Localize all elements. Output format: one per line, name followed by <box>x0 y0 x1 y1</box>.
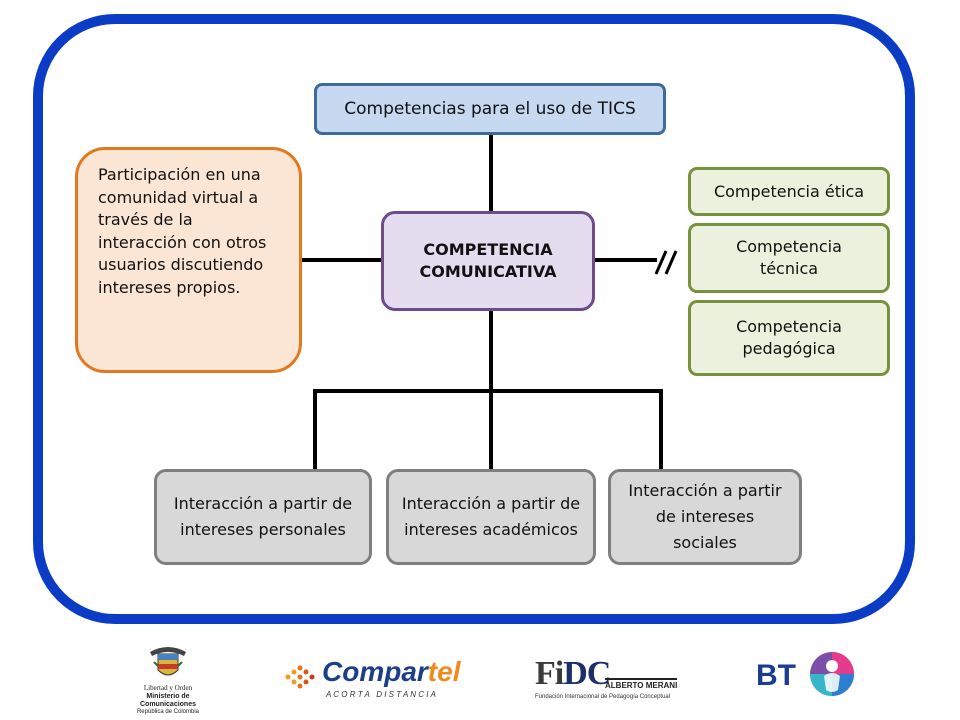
fidc-name: ALBERTO MERANI <box>605 678 678 690</box>
connector-top-center <box>489 135 493 212</box>
ministerio-country: República de Colombia <box>136 709 200 715</box>
compartel-name-b: tel <box>427 656 461 687</box>
bt-wordmark: BT <box>756 659 796 692</box>
connector-right-center <box>595 258 657 262</box>
ministerio-motto: Libertad y Orden <box>143 684 193 692</box>
connector-horizontal-bus <box>313 389 663 393</box>
connector-drop-2 <box>489 391 493 470</box>
node-label: Interacción a partir de intereses person… <box>173 494 353 539</box>
break-mark <box>654 250 678 275</box>
piper-globe-icon <box>810 652 854 696</box>
compartel-name-a: Compar <box>322 656 428 687</box>
connector-left-center <box>302 258 382 262</box>
node-participacion: Participación en una comunidad virtual a… <box>75 147 302 373</box>
center-line-1: COMPETENCIA <box>423 240 553 259</box>
node-label: Competencia pedagógica <box>736 317 842 358</box>
coat-of-arms-icon <box>150 647 186 676</box>
node-interaccion-academicos: Interacción a partir de intereses académ… <box>386 469 596 565</box>
dots-icon <box>285 665 315 689</box>
compartel-wordmark: Compartel <box>322 656 460 688</box>
ministerio-logo: Libertad y Orden Ministerio de Comunicac… <box>118 642 218 716</box>
node-label: Competencia técnica <box>736 237 842 278</box>
node-label: COMPETENCIA COMUNICATIVA <box>419 239 556 283</box>
node-label: Interacción a partir de intereses académ… <box>401 494 581 539</box>
ministerio-name: Ministerio de Comunicaciones <box>139 693 196 708</box>
node-competencias-tics: Competencias para el uso de TICS <box>314 83 666 135</box>
node-interaccion-sociales: Interacción a partir de intereses social… <box>608 469 802 565</box>
bt-logo: BT <box>752 646 862 704</box>
rounded-frame <box>33 14 915 624</box>
connector-drop-3 <box>659 391 663 470</box>
center-line-2: COMUNICATIVA <box>419 262 557 281</box>
node-label: Competencias para el uso de TICS <box>344 99 636 119</box>
fidc-subtitle: Fundación Internacional de Pedagogía Con… <box>535 694 671 700</box>
node-competencia-tecnica: Competencia técnica <box>688 223 890 293</box>
compartel-logo: Compartel A C O R T A D I S T A N C I A <box>282 656 460 704</box>
connector-center-down <box>489 311 493 391</box>
node-competencia-pedagogica: Competencia pedagógica <box>688 300 890 376</box>
node-competencia-etica: Competencia ética <box>688 167 890 216</box>
connector-drop-1 <box>313 391 317 470</box>
node-label: Participación en una comunidad virtual a… <box>98 165 267 297</box>
node-label: Competencia ética <box>713 181 865 201</box>
node-label: Interacción a partir de intereses social… <box>628 481 782 552</box>
compartel-tagline: A C O R T A D I S T A N C I A <box>326 690 436 699</box>
node-interaccion-personales: Interacción a partir de intereses person… <box>154 469 372 565</box>
fidc-logo: FiDC ALBERTO MERANI Fundación Internacio… <box>535 656 683 704</box>
fidc-mark: FiDC <box>535 655 611 692</box>
fidc-mark-b: DC <box>563 655 611 692</box>
node-competencia-comunicativa: COMPETENCIA COMUNICATIVA <box>381 211 595 311</box>
fidc-mark-a: Fi <box>535 655 564 692</box>
